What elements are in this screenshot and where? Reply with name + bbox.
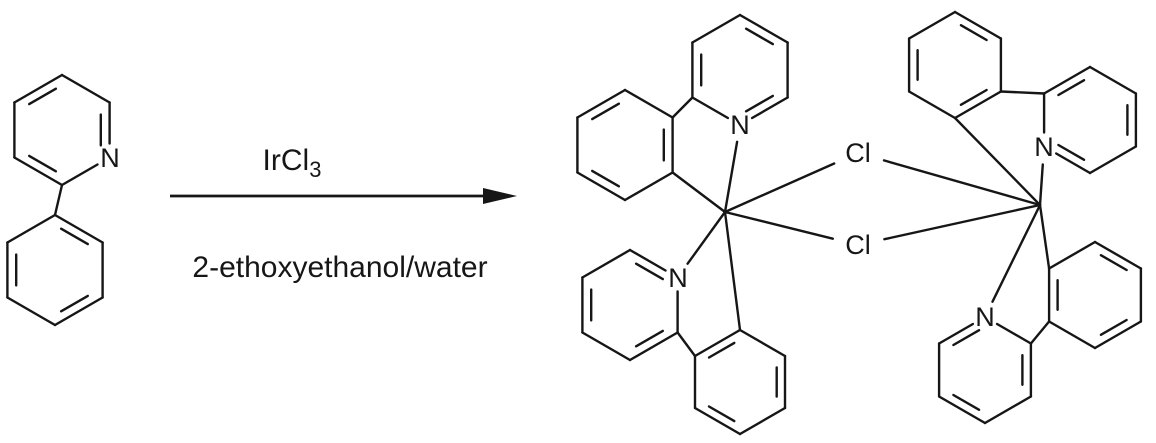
bond-line (60, 73, 111, 104)
bond-line (581, 248, 632, 279)
reactant-structure: N (6, 73, 120, 327)
bond-line (723, 210, 742, 332)
bond-line (28, 87, 58, 106)
bond-line (959, 88, 988, 107)
bond-line (952, 329, 981, 347)
bond-line (1099, 253, 1128, 272)
bond-line (738, 13, 789, 44)
bond-line (953, 10, 1003, 40)
bond-line (693, 328, 742, 358)
bond-line (581, 331, 632, 362)
bond-line (707, 405, 736, 423)
bond-line (576, 88, 627, 119)
bond-line (13, 73, 64, 104)
bond-line (60, 163, 99, 187)
bond-line (623, 88, 674, 119)
bond-line (13, 156, 64, 187)
bond-line (1047, 240, 1097, 270)
bond-line (995, 322, 1033, 345)
nitrogen-atom-label: N (668, 263, 688, 293)
bond-line (1038, 203, 1051, 270)
bond-line (907, 10, 957, 40)
reagent-formula-base: IrCl (263, 144, 310, 177)
bond-line (6, 213, 57, 244)
bond-line (707, 341, 736, 359)
bond-line (991, 203, 1042, 303)
nitrogen-atom-label: N (100, 143, 120, 173)
bond-line (1047, 320, 1097, 350)
nitrogen-atom-label: N (730, 110, 750, 140)
chlorine-atom-label: Cl (845, 138, 871, 168)
bond-line (693, 406, 742, 436)
reagent-formula-subscript: 3 (309, 157, 321, 182)
bond-line (676, 331, 697, 358)
bond-line (671, 171, 727, 214)
bond-line (53, 296, 104, 327)
bond-line (1088, 65, 1138, 95)
bond-line (983, 395, 1033, 425)
bond-line (6, 296, 57, 327)
bond-line (591, 102, 621, 121)
bond-line (634, 329, 664, 348)
bond-line (959, 24, 988, 42)
bond-line (937, 395, 987, 425)
bond-line (628, 331, 679, 362)
bond-line (1057, 143, 1086, 162)
bond-line (723, 210, 834, 240)
arrow-head-icon (483, 188, 517, 204)
bond-line (952, 393, 981, 411)
bond-line (1093, 320, 1143, 350)
bond-line (59, 227, 90, 246)
bond-line (999, 90, 1046, 95)
bond-line (686, 210, 727, 265)
bond-line (628, 248, 667, 272)
bond-line (591, 169, 621, 188)
bond-line (744, 27, 774, 46)
bond-line (1038, 163, 1045, 207)
bond-line (1054, 152, 1092, 175)
bond-line (53, 213, 104, 244)
bond-line (738, 328, 787, 358)
bond-line (744, 94, 774, 113)
chlorine-atom-label: Cl (845, 230, 871, 260)
bond-line (953, 90, 1003, 120)
solvent-label: 2-ethoxyethanol/water (192, 251, 487, 284)
bond-line (1057, 78, 1086, 97)
bond-line (723, 162, 836, 214)
nitrogen-atom-label: N (1034, 132, 1054, 162)
bond-line (1042, 65, 1092, 95)
bond-line (738, 406, 787, 436)
reactant-bonds (6, 73, 111, 327)
bond-line (1088, 145, 1138, 175)
bond-line (937, 322, 975, 345)
bond-line (28, 154, 58, 173)
bond-line (883, 203, 1042, 241)
bond-line (634, 262, 664, 281)
bond-line (750, 96, 789, 120)
reaction-arrow-group: IrCl3 2-ethoxyethanol/water (170, 144, 517, 284)
bond-line (623, 171, 674, 202)
bond-line (53, 183, 64, 217)
bond-line (1029, 320, 1051, 345)
bond-line (691, 96, 730, 120)
bond-line (59, 294, 90, 313)
bond-line (953, 116, 1042, 207)
bond-line (576, 171, 627, 202)
nitrogen-atom-label: N (975, 302, 995, 332)
reagent-label: IrCl3 (263, 144, 322, 182)
bond-line (882, 159, 1042, 207)
bond-line (723, 140, 739, 214)
bond-line (907, 90, 957, 120)
bond-line (691, 13, 742, 44)
bond-line (1093, 240, 1143, 270)
product-bonds (576, 10, 1143, 436)
bond-line (671, 96, 694, 119)
product-structure: N N N N Cl Cl (576, 10, 1143, 436)
bond-line (1099, 318, 1128, 336)
